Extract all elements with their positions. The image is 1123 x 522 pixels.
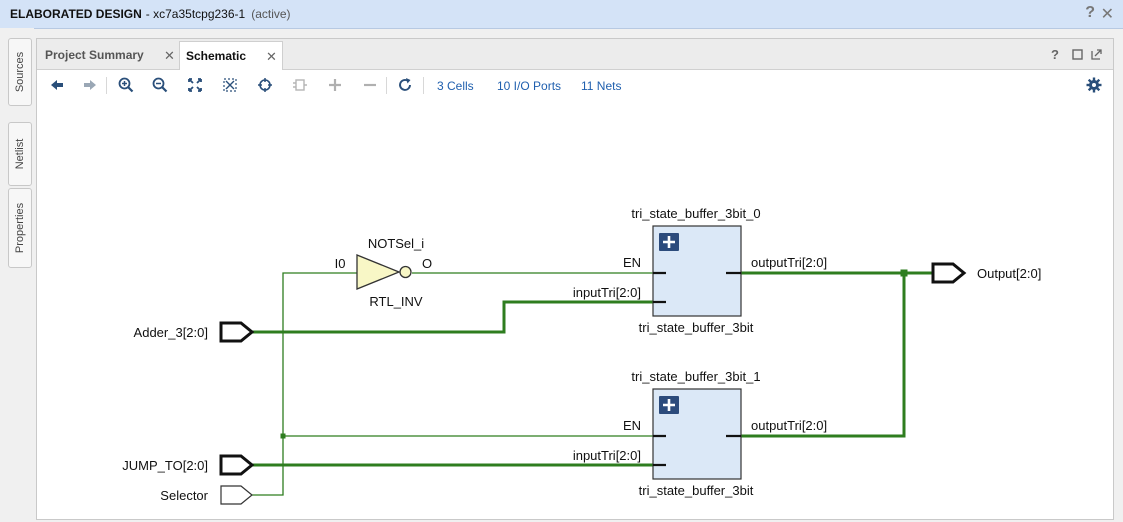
properties-side-tab[interactable]: Properties xyxy=(8,188,32,268)
close-icon[interactable]: ✕ xyxy=(1100,6,1114,23)
port-adder-label: Adder_3[2:0] xyxy=(134,325,208,340)
net-output-bus[interactable] xyxy=(726,269,933,438)
tab-schematic-label: Schematic xyxy=(186,49,247,63)
panel-help-icon[interactable]: ? xyxy=(1051,47,1059,62)
inverter-input-pin-label: I0 xyxy=(335,256,346,271)
tab-project-summary[interactable]: Project Summary ✕ xyxy=(37,41,177,69)
schematic-canvas[interactable]: NOTSel_i RTL_INV I0 O tri_state_buffer_3… xyxy=(37,101,1113,519)
port-adder[interactable]: Adder_3[2:0] xyxy=(134,321,255,343)
inverter-type-label: RTL_INV xyxy=(369,294,423,309)
zoom-in-icon[interactable] xyxy=(116,76,136,94)
tab-schematic-close-icon[interactable]: ✕ xyxy=(266,49,277,64)
tri-state-buffer-0-cell[interactable]: tri_state_buffer_3bit_0 tri_state_buffer… xyxy=(573,206,827,335)
inverter-cell[interactable]: NOTSel_i RTL_INV I0 O xyxy=(335,236,432,309)
part-name: - xc7a35tcpg236-1 xyxy=(145,7,246,21)
collapse-icon[interactable] xyxy=(360,76,380,94)
port-selector[interactable]: Selector xyxy=(160,485,253,505)
title-bar: ELABORATED DESIGN - xc7a35tcpg236-1 (act… xyxy=(0,0,1123,29)
port-selector-label: Selector xyxy=(160,488,208,503)
sources-side-tab[interactable]: Sources xyxy=(8,38,32,106)
forward-icon[interactable] xyxy=(80,76,100,94)
toolbar-separator xyxy=(386,77,387,94)
back-icon[interactable] xyxy=(47,76,67,94)
inverter-output-pin-label: O xyxy=(422,256,432,271)
window-title: ELABORATED DESIGN xyxy=(10,7,142,21)
float-window-icon[interactable] xyxy=(1091,48,1103,60)
io-ports-count-link[interactable]: 10 I/O Ports xyxy=(497,79,562,93)
netlist-side-tab[interactable]: Netlist xyxy=(8,122,32,186)
tab-bar: Project Summary ✕ Schematic ✕ ? xyxy=(37,39,1113,71)
sources-side-tab-label: Sources xyxy=(14,51,26,93)
netlist-side-tab-label: Netlist xyxy=(14,138,26,170)
zoom-area-icon[interactable] xyxy=(220,76,240,94)
buffer-1-instance-label: tri_state_buffer_3bit_1 xyxy=(631,369,760,384)
zoom-fit-icon[interactable] xyxy=(185,76,205,94)
buffer-0-type-label: tri_state_buffer_3bit xyxy=(639,320,754,335)
toolbar-separator xyxy=(106,77,107,94)
net-selector-to-inverter[interactable] xyxy=(252,272,357,496)
inverter-instance-label: NOTSel_i xyxy=(368,236,424,251)
select-icon[interactable] xyxy=(255,76,275,94)
buffer-0-input-pin-label: inputTri[2:0] xyxy=(573,285,641,300)
regenerate-icon[interactable] xyxy=(290,76,310,94)
expand-icon[interactable] xyxy=(325,76,345,94)
tab-project-summary-close-icon[interactable]: ✕ xyxy=(164,48,175,63)
nets-count-link[interactable]: 11 Nets xyxy=(581,79,622,93)
refresh-icon[interactable] xyxy=(395,76,415,94)
schematic-panel: Project Summary ✕ Schematic ✕ ? xyxy=(36,38,1114,520)
net-adder-bus[interactable] xyxy=(252,300,666,334)
settings-gear-icon[interactable] xyxy=(1086,77,1102,96)
buffer-1-input-pin-label: inputTri[2:0] xyxy=(573,448,641,463)
buffer-1-type-label: tri_state_buffer_3bit xyxy=(639,483,754,498)
properties-side-tab-label: Properties xyxy=(14,202,26,254)
buffer-0-en-pin-label: EN xyxy=(623,255,641,270)
design-status: (active) xyxy=(251,7,291,21)
maximize-icon[interactable] xyxy=(1072,49,1083,60)
port-output[interactable]: Output[2:0] xyxy=(931,262,1041,284)
buffer-0-output-pin-label: outputTri[2:0] xyxy=(751,255,827,270)
port-output-label: Output[2:0] xyxy=(977,266,1041,281)
buffer-0-instance-label: tri_state_buffer_3bit_0 xyxy=(631,206,760,221)
cells-count-link[interactable]: 3 Cells xyxy=(437,79,474,93)
toolbar-separator xyxy=(423,77,424,94)
tri-state-buffer-1-cell[interactable]: tri_state_buffer_3bit_1 tri_state_buffer… xyxy=(573,369,827,498)
port-jump[interactable]: JUMP_TO[2:0] xyxy=(122,454,255,476)
net-selector-to-buffer1-en[interactable] xyxy=(280,433,667,439)
tab-schematic[interactable]: Schematic ✕ xyxy=(179,41,283,71)
tab-project-summary-label: Project Summary xyxy=(45,48,144,62)
buffer-1-en-pin-label: EN xyxy=(623,418,641,433)
zoom-out-icon[interactable] xyxy=(150,76,170,94)
buffer-1-output-pin-label: outputTri[2:0] xyxy=(751,418,827,433)
help-icon[interactable]: ? xyxy=(1085,4,1095,21)
schematic-toolbar: 3 Cells 10 I/O Ports 11 Nets xyxy=(37,70,1113,100)
side-tab-strip: Sources Netlist Properties xyxy=(0,28,34,518)
port-jump-label: JUMP_TO[2:0] xyxy=(122,458,208,473)
